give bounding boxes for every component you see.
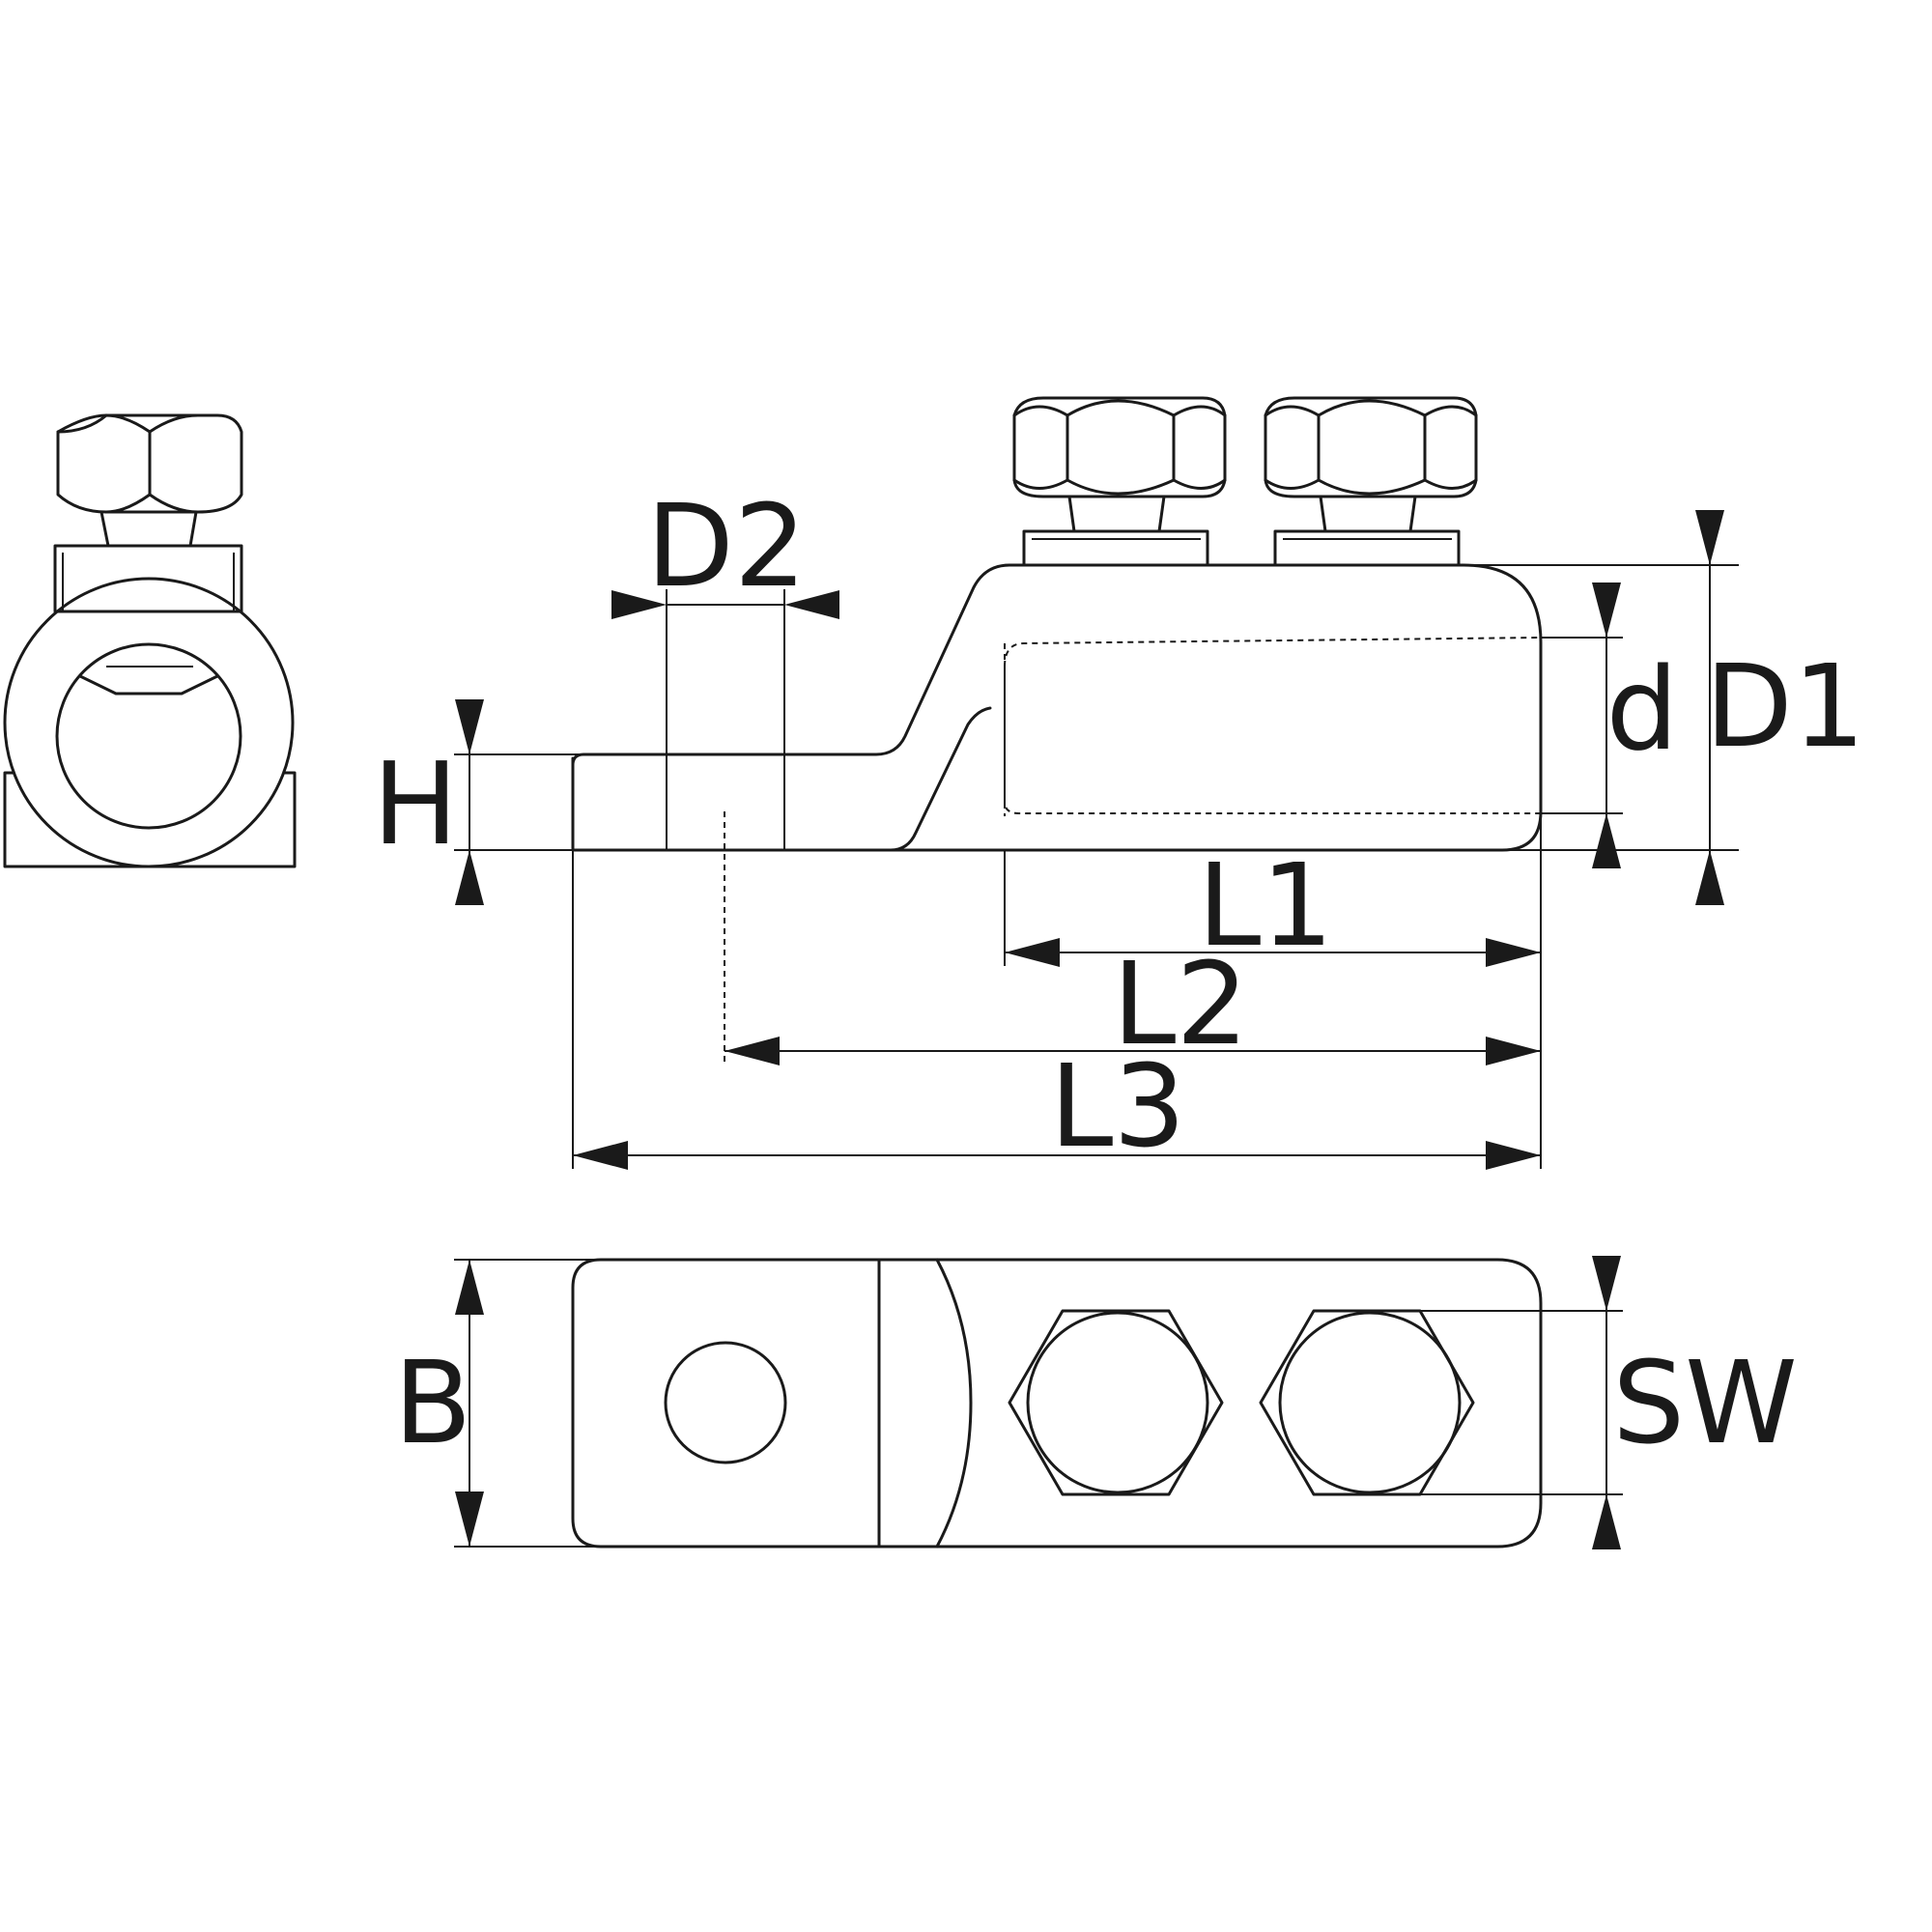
end-view: [3, 413, 297, 868]
d1-arrow-top: [1695, 510, 1724, 565]
screw-1-seat: [1022, 529, 1209, 567]
end-view-screw-shank: [99, 510, 198, 548]
screw-1: [1012, 396, 1227, 567]
d2-label: D2: [646, 479, 807, 612]
d2-arrow-left: [611, 590, 667, 619]
sw-label: SW: [1612, 1336, 1798, 1469]
screw-1-hex-head-icon: [1012, 396, 1227, 498]
d-arrow-bottom: [1592, 813, 1621, 868]
dimension-l3: L3: [573, 1039, 1541, 1173]
d-arrow-top: [1592, 582, 1621, 638]
dimension-h: H: [373, 699, 484, 905]
h-arrow-top: [455, 699, 484, 754]
end-view-clamp-plate: [78, 674, 219, 696]
screw-1-shank: [1067, 495, 1166, 533]
screw-2-hex-faces: [1264, 399, 1478, 496]
b-label: B: [394, 1336, 472, 1469]
d1-arrow-bottom: [1695, 850, 1724, 905]
l1-arrow-left: [1005, 938, 1060, 967]
sw-arrow-bottom: [1592, 1494, 1621, 1549]
l1-arrow-right: [1486, 938, 1541, 967]
l2-arrow-right: [1486, 1037, 1541, 1065]
l3-arrow-right: [1486, 1141, 1541, 1170]
top-view: [454, 1258, 1623, 1548]
h-arrow-bottom: [455, 850, 484, 905]
top-view-hex-nut-1-icon: [1008, 1309, 1224, 1496]
d2-arrow-right: [784, 590, 839, 619]
screw-2-hex-head-icon: [1264, 396, 1478, 498]
dimension-d: d: [1592, 582, 1678, 868]
end-view-hex-nut-icon: [56, 413, 243, 514]
l3-label: L3: [1050, 1039, 1186, 1173]
h-label: H: [373, 737, 459, 870]
top-view-hex-nut-2-icon: [1259, 1309, 1475, 1496]
d-label: d: [1606, 642, 1679, 776]
top-view-screw-2-circle: [1278, 1311, 1462, 1494]
end-view-hex-face-lines: [56, 413, 200, 514]
top-view-outline: [571, 1258, 1543, 1548]
dimension-b: B: [394, 1260, 484, 1547]
sw-arrow-top: [1592, 1256, 1621, 1311]
top-view-barrel-curve: [935, 1258, 973, 1548]
dimension-l1: L1: [1005, 838, 1541, 972]
dimension-d1: D1: [1695, 510, 1865, 905]
screw-1-hex-faces: [1012, 399, 1227, 496]
l2-arrow-left: [724, 1037, 780, 1065]
d1-label: D1: [1705, 639, 1865, 773]
top-view-screw-1-circle: [1026, 1311, 1209, 1494]
dimension-sw: SW: [1592, 1256, 1798, 1549]
l1-label: L1: [1198, 838, 1334, 972]
barrel-bore-dashed: [1004, 637, 1542, 814]
screw-2-seat: [1273, 529, 1461, 567]
top-view-palm-hole: [664, 1341, 787, 1464]
end-view-barrel-outer: [3, 577, 295, 868]
lug-body-outline: [571, 563, 1543, 852]
end-view-screw-seat: [53, 544, 243, 613]
dimension-l2: L2: [724, 937, 1541, 1070]
screw-2: [1264, 396, 1478, 567]
l2-label: L2: [1113, 937, 1249, 1070]
l3-arrow-left: [573, 1141, 628, 1170]
b-arrow-top: [455, 1260, 484, 1315]
end-view-bore: [55, 642, 242, 830]
side-view: [454, 396, 1739, 1169]
screw-2-shank: [1319, 495, 1417, 533]
b-arrow-bottom: [455, 1492, 484, 1547]
barrel-ramp-line: [889, 706, 992, 852]
dimension-d2: D2: [611, 479, 839, 619]
